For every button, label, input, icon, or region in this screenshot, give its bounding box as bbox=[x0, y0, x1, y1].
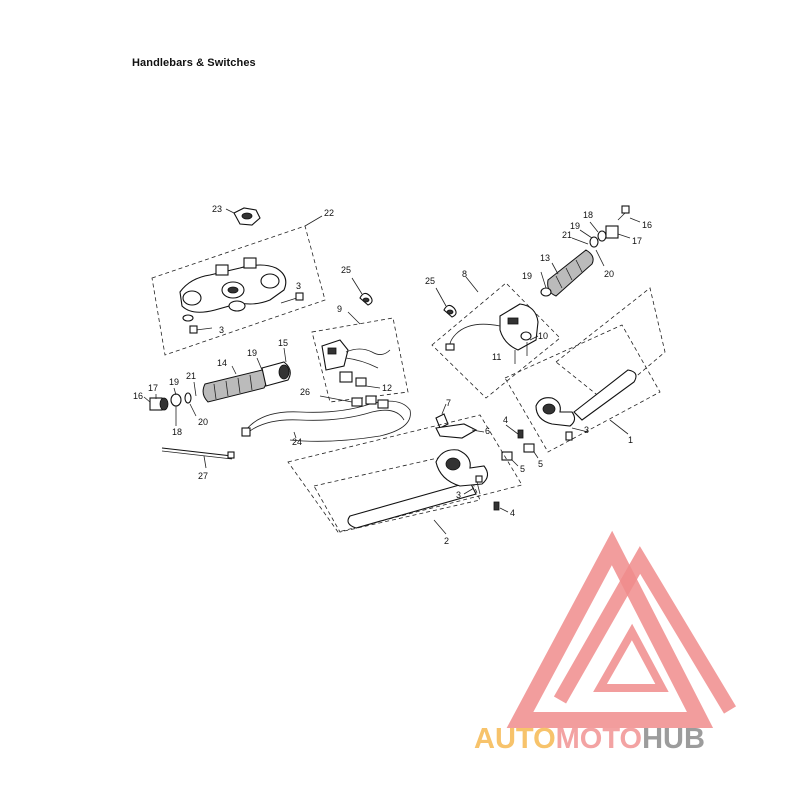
throttle-twist-part bbox=[261, 361, 291, 387]
callout-21b: 21 bbox=[562, 230, 572, 240]
callout-3c: 3 bbox=[584, 425, 589, 435]
callout-7: 7 bbox=[446, 398, 451, 408]
right-handlebar-part bbox=[535, 369, 637, 427]
left-handlebar-group-box bbox=[287, 414, 523, 533]
right-grip-part bbox=[540, 249, 594, 297]
callout-5a: 5 bbox=[520, 464, 525, 474]
switch-screw-part bbox=[514, 342, 528, 364]
left-switch-housing-part bbox=[321, 339, 391, 387]
callout-3d: 3 bbox=[456, 490, 461, 500]
top-nut-part bbox=[233, 207, 261, 226]
callout-6: 6 bbox=[485, 426, 490, 436]
clamp-bolt-part bbox=[475, 475, 483, 495]
throttle-cable-part bbox=[241, 395, 411, 442]
bolt-part-2 bbox=[189, 325, 213, 334]
callout-23: 23 bbox=[212, 204, 222, 214]
bar-end-weight-part bbox=[149, 392, 192, 411]
callout-20b: 20 bbox=[604, 269, 614, 279]
callout-16a: 16 bbox=[133, 391, 143, 401]
left-handlebar-tube-box bbox=[313, 452, 481, 533]
callout-4a: 4 bbox=[503, 415, 508, 425]
left-switch-group-box bbox=[311, 317, 409, 403]
callout-14: 14 bbox=[217, 358, 227, 368]
callout-26: 26 bbox=[300, 387, 310, 397]
right-switch-group-box bbox=[431, 282, 561, 399]
callout-25a: 25 bbox=[341, 265, 351, 275]
spacer-part bbox=[501, 443, 535, 461]
callout-19a: 19 bbox=[247, 348, 257, 358]
page-title: Handlebars & Switches bbox=[132, 57, 256, 69]
callout-19b: 19 bbox=[169, 377, 179, 387]
top-yoke-part bbox=[179, 257, 287, 322]
top-yoke-group-box bbox=[151, 225, 326, 356]
cable-tie-part bbox=[161, 447, 235, 460]
logo-text-moto: MOTO bbox=[556, 723, 642, 755]
callout-19d: 19 bbox=[570, 221, 580, 231]
callout-10: 10 bbox=[538, 331, 548, 341]
left-handlebar-part bbox=[347, 449, 489, 529]
callout-13: 13 bbox=[540, 253, 550, 263]
bracket-part bbox=[435, 413, 478, 439]
callout-25b: 25 bbox=[425, 276, 435, 286]
callout-19c: 19 bbox=[522, 271, 532, 281]
callout-2: 2 bbox=[444, 536, 449, 546]
brand-logo bbox=[506, 530, 737, 728]
callout-24: 24 bbox=[292, 437, 302, 447]
callout-3a: 3 bbox=[296, 281, 301, 291]
right-handlebar-group-box bbox=[504, 324, 661, 453]
callout-21a: 21 bbox=[186, 371, 196, 381]
callout-17a: 17 bbox=[148, 383, 158, 393]
cable-clip-part bbox=[359, 292, 373, 306]
callout-17b: 17 bbox=[632, 236, 642, 246]
callout-18b: 18 bbox=[583, 210, 593, 220]
callout-20a: 20 bbox=[198, 417, 208, 427]
callout-8: 8 bbox=[462, 269, 467, 279]
callout-3b: 3 bbox=[219, 325, 224, 335]
callout-12: 12 bbox=[382, 383, 392, 393]
callout-4b: 4 bbox=[510, 508, 515, 518]
callout-5b: 5 bbox=[538, 459, 543, 469]
callout-18a: 18 bbox=[172, 427, 182, 437]
logo-text: AUTOMOTOHUB bbox=[474, 723, 705, 755]
cable-clip-part-2 bbox=[443, 304, 457, 318]
callout-9: 9 bbox=[337, 304, 342, 314]
bar-end-weight-part-2 bbox=[589, 205, 630, 248]
right-switch-housing-part bbox=[445, 303, 539, 351]
left-grip-part bbox=[202, 369, 268, 403]
callout-27: 27 bbox=[198, 471, 208, 481]
logo-text-hub: HUB bbox=[642, 723, 705, 755]
bolt-part bbox=[280, 292, 304, 304]
logo-text-auto: AUTO bbox=[474, 723, 556, 755]
callout-1: 1 bbox=[628, 435, 633, 445]
callout-16b: 16 bbox=[642, 220, 652, 230]
callout-22: 22 bbox=[324, 208, 334, 218]
callout-11: 11 bbox=[492, 352, 501, 362]
right-handlebar-tube-box bbox=[555, 287, 666, 403]
callout-15: 15 bbox=[278, 338, 288, 348]
